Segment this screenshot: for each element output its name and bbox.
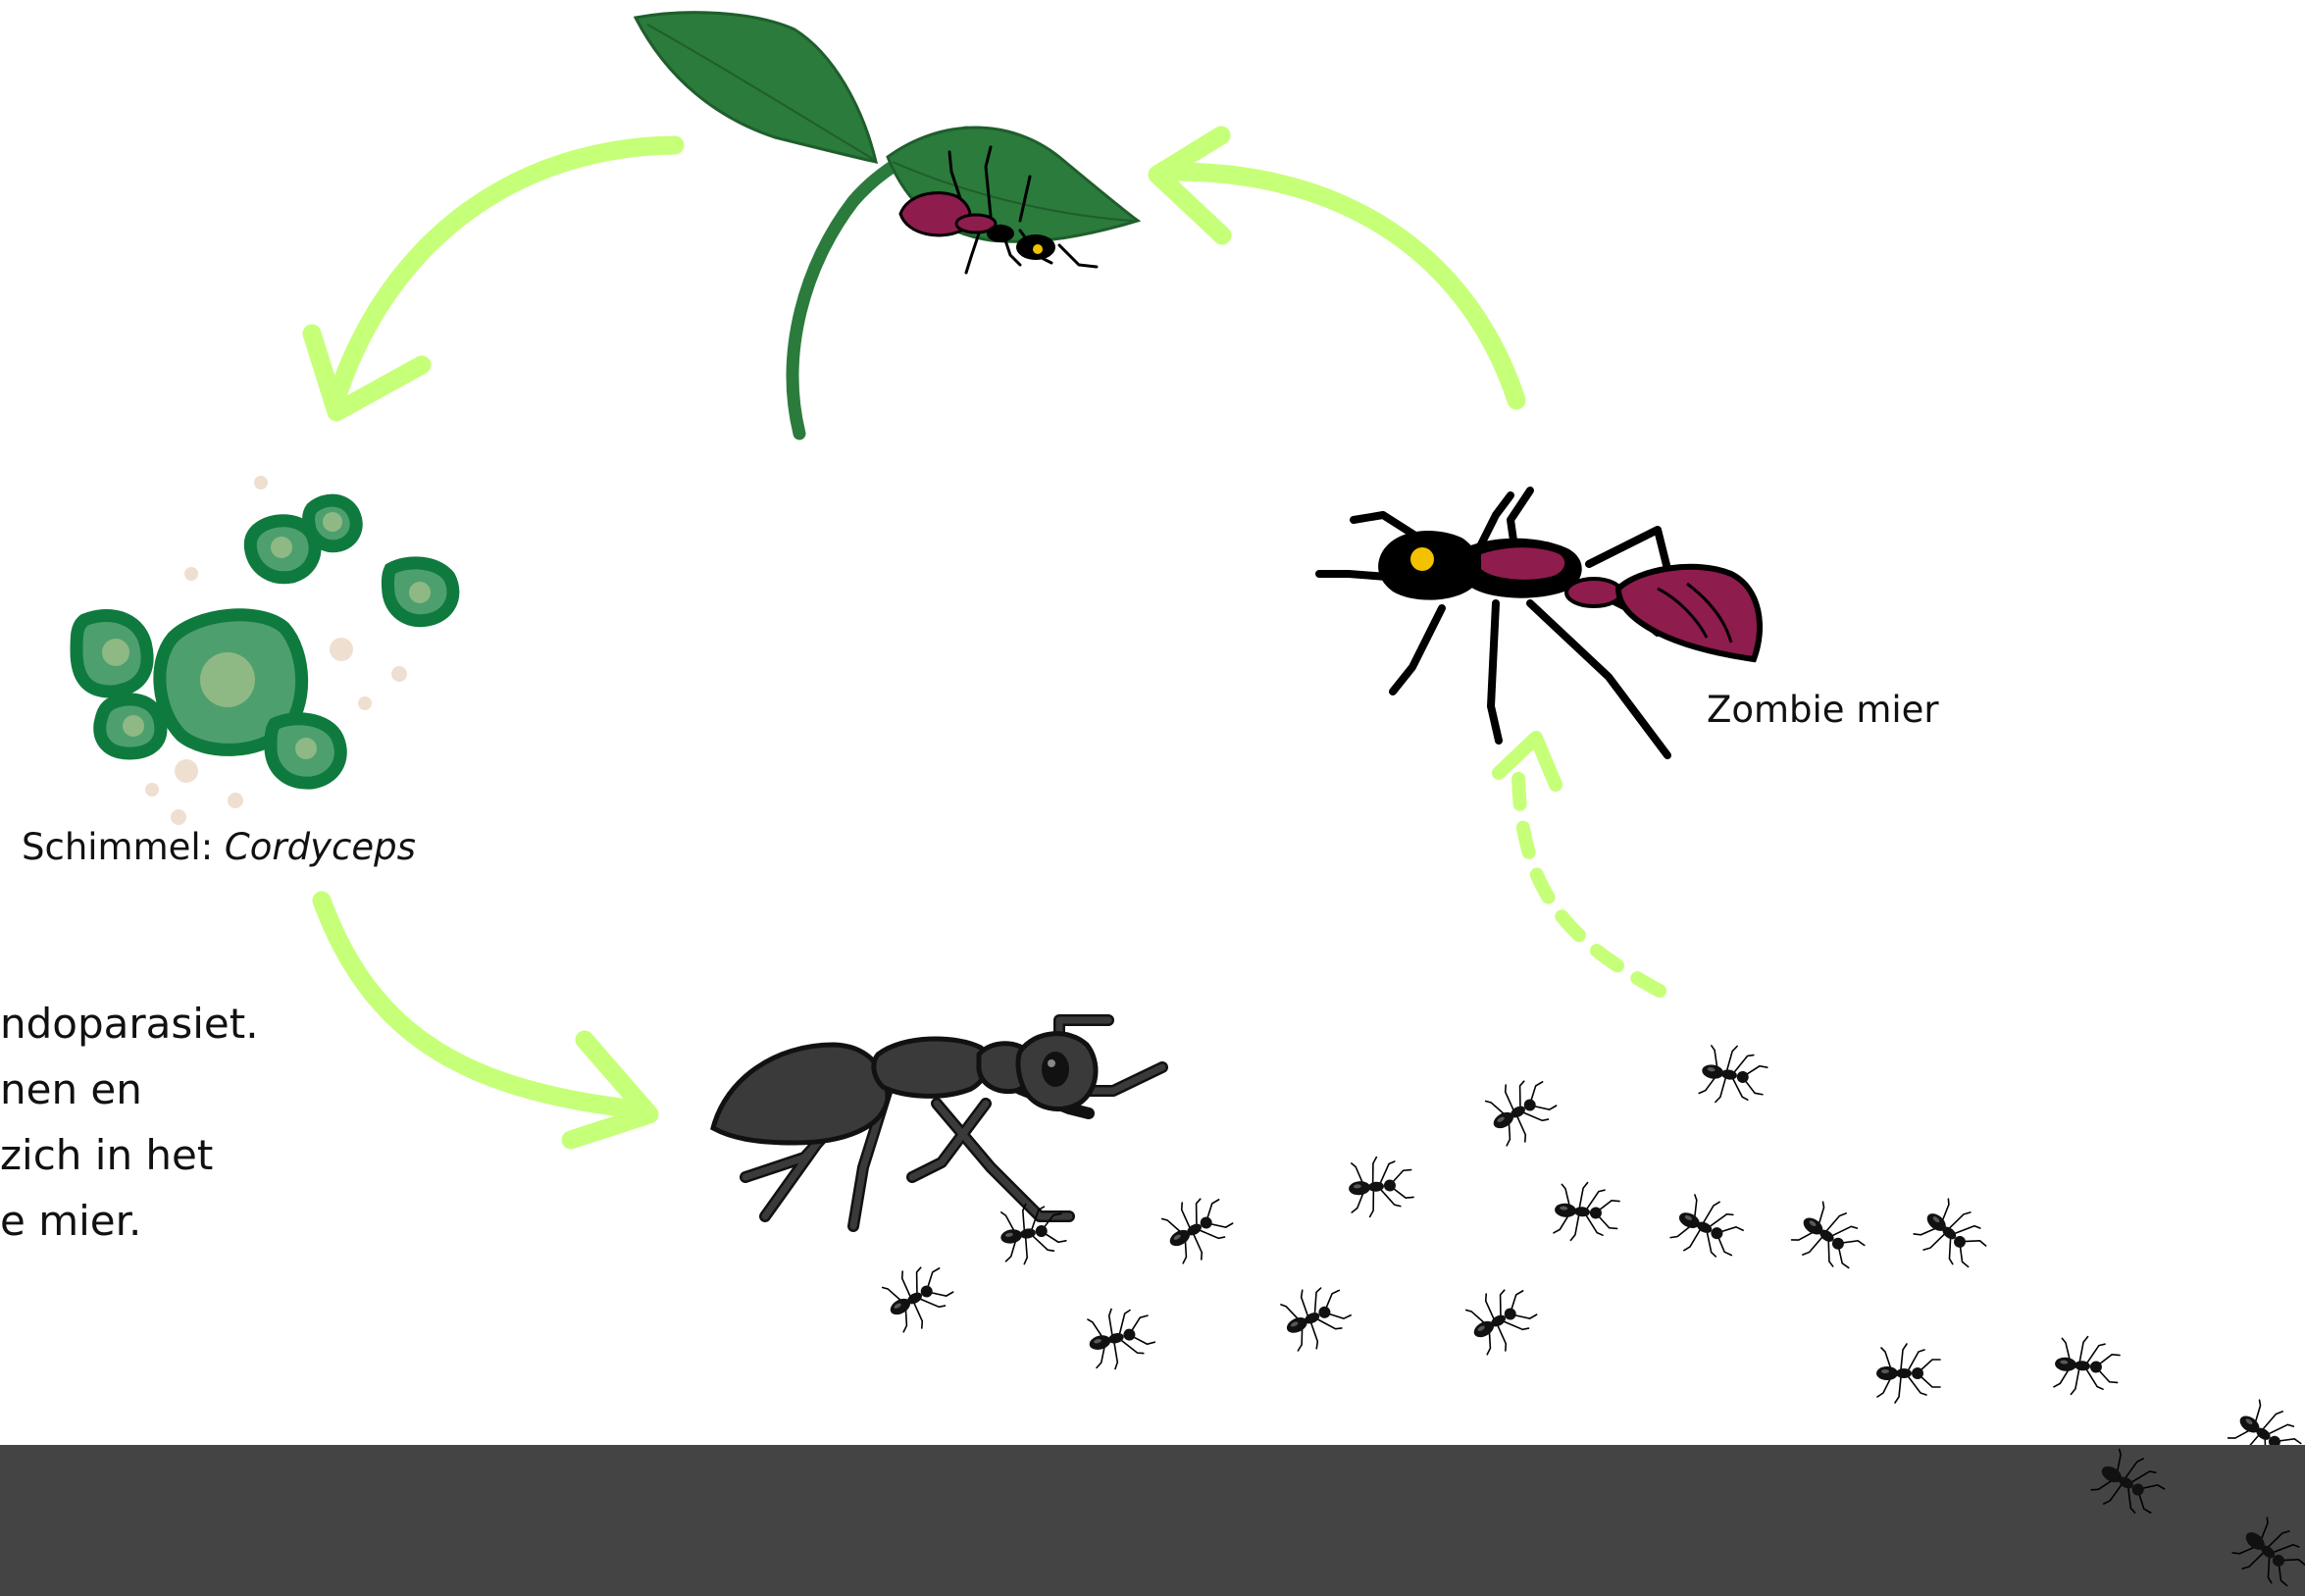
description-line: nen en (0, 1056, 259, 1122)
description-text: ndoparasiet. nen en zich in het e mier. (0, 991, 259, 1254)
small-ant-icon (2087, 1444, 2172, 1526)
description-line: zich in het (0, 1122, 259, 1188)
fungus-name: Cordyceps (225, 826, 416, 868)
description-line: e mier. (0, 1188, 259, 1254)
zombie-ant-label: Zombie mier (1707, 687, 1939, 734)
small-ant-icon (2228, 1512, 2305, 1596)
fungus-label: Schimmel: Cordyceps (22, 824, 416, 871)
description-line: ndoparasiet. (0, 991, 259, 1056)
